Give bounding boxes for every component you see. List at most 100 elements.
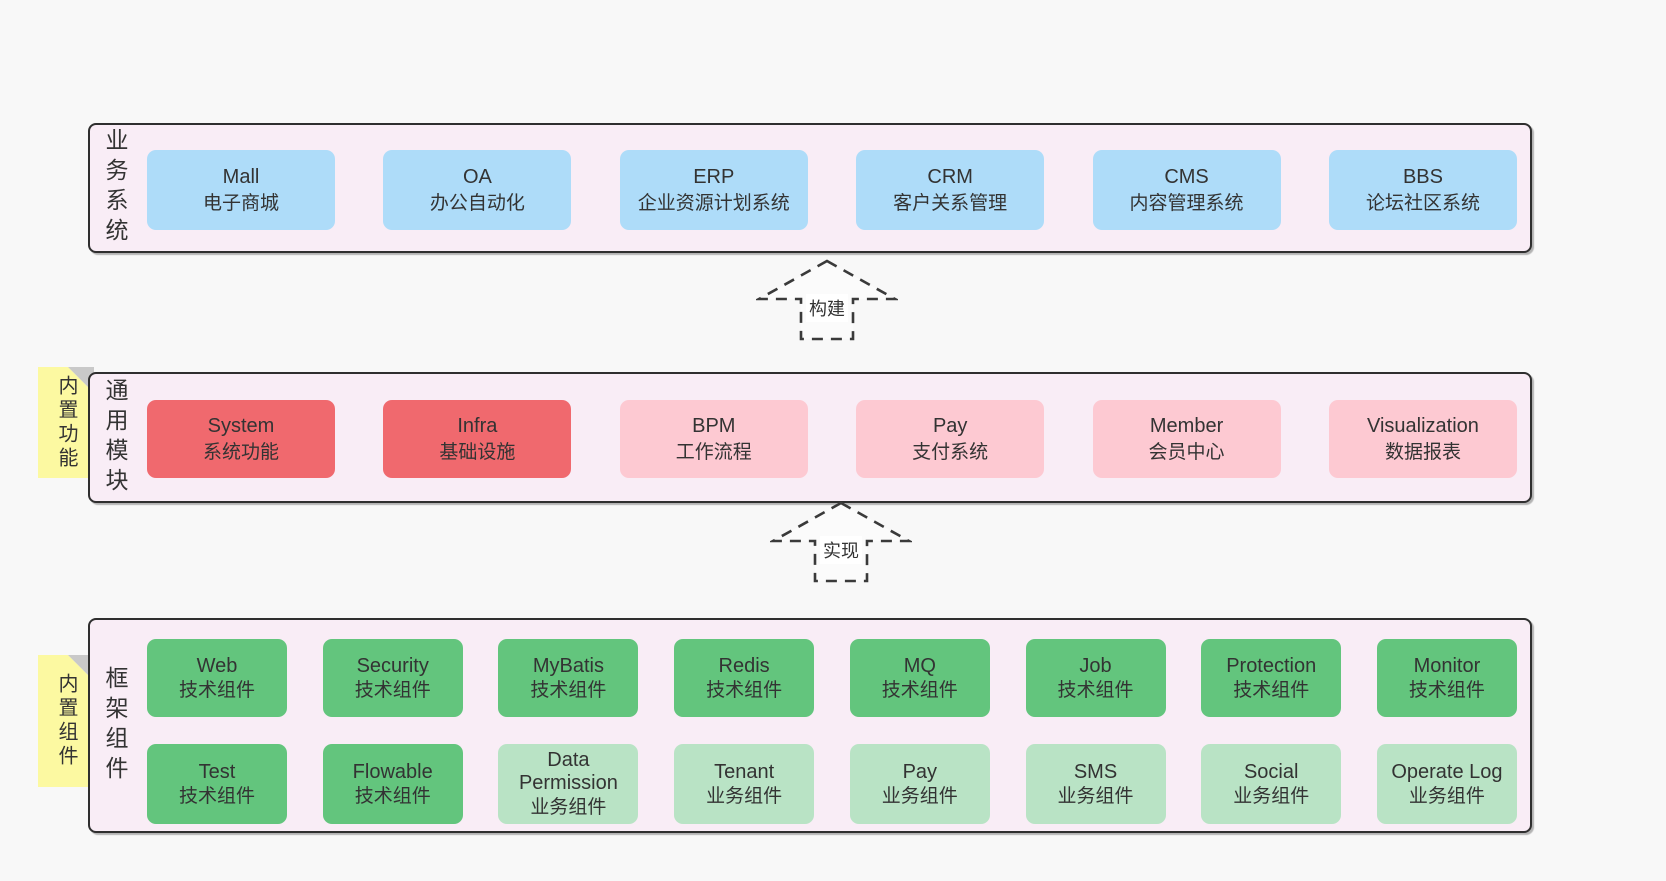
box-title: Mall [222,165,260,188]
panel-common-modules: 通用模块 System 系统功能 Infra 基础设施 BPM 工作流程 Pay 支付系统 Me… [88,372,1532,503]
box-subtitle: 业务组件 [1408,785,1485,807]
box-pay: Pay 支付系统 [856,400,1045,478]
box-subtitle: 基础设施 [439,441,516,463]
panel-label-common-modules: 通用模块 [102,377,128,498]
box-visualization: Visualization 数据报表 [1328,400,1517,478]
box-member: Member 会员中心 [1092,400,1281,478]
note-paper [38,367,94,478]
box-erp: ERP 企业资源计划系统 [619,150,808,230]
business-box-row: Mall 电子商城 OA 办公自动化 ERP 企业资源计划系统 CRM 客户关系管理 CMS 内容… [147,150,1517,230]
note-label: 内置组件 [55,673,77,769]
box-title: BBS [1402,165,1443,188]
box-subtitle: 支付系统 [912,441,989,463]
box-cms: CMS 内容管理系统 [1092,150,1281,230]
box-title: Social [1243,760,1299,783]
box-title: Redis [718,654,770,677]
box-subtitle: 技术组件 [1057,679,1134,701]
box-subtitle: 技术组件 [530,679,607,701]
box-title: Visualization [1366,414,1479,437]
box-title: Protection [1226,654,1317,677]
box-title: ERP [693,165,735,188]
box-subtitle: 业务组件 [1233,785,1310,807]
box-title: Security [356,654,429,677]
box-subtitle: 企业资源计划系统 [637,192,790,214]
box-bpm: BPM 工作流程 [619,400,808,478]
box-subtitle: 业务组件 [881,785,958,807]
box-title: System [207,414,275,437]
box-subtitle: 内容管理系统 [1129,192,1244,214]
sticky-note-built-in-components: 内置组件 [38,655,94,787]
box-title: Monitor [1413,654,1481,677]
panel-label-framework-components: 框架组件 [102,665,128,786]
box-subtitle: 电子商城 [202,192,279,214]
box-subtitle: 办公自动化 [429,192,525,214]
box-title: Flowable [352,760,433,783]
box-title: Test [198,760,236,783]
box-title: BPM [692,414,736,437]
box-subtitle: 系统功能 [202,441,279,463]
box-title: Data Permission [518,749,618,795]
box-title: Job [1079,654,1112,677]
box-subtitle: 技术组件 [178,785,255,807]
modules-box-row: System 系统功能 Infra 基础设施 BPM 工作流程 Pay 支付系统 Member 会… [147,400,1517,478]
box-subtitle: 技术组件 [354,785,431,807]
box-subtitle: 技术组件 [706,679,783,701]
box-mall: Mall 电子商城 [147,150,335,230]
box-system: System 系统功能 [147,400,335,478]
box-crm: CRM 客户关系管理 [856,150,1045,230]
arrow-build: 构建 [756,258,898,342]
box-title: Infra [457,414,498,437]
box-subtitle: 技术组件 [354,679,431,701]
box-title: SMS [1073,760,1118,783]
box-title: OA [462,165,492,188]
box-title: CMS [1164,165,1209,188]
box-subtitle: 业务组件 [1057,785,1134,807]
box-subtitle: 论坛社区系统 [1365,192,1480,214]
box-subtitle: 技术组件 [1233,679,1310,701]
box-subtitle: 数据报表 [1384,441,1461,463]
arrow-implement: 实现 [770,500,912,584]
box-title: Pay [932,414,968,437]
box-subtitle: 业务组件 [530,797,607,819]
box-title: MyBatis [532,654,604,677]
box-title: Operate Log [1391,760,1503,783]
box-title: Member [1149,414,1224,437]
box-subtitle: 会员中心 [1148,441,1225,463]
box-subtitle: 工作流程 [675,441,752,463]
box-subtitle: 技术组件 [1408,679,1485,701]
box-subtitle: 技术组件 [178,679,255,701]
box-oa: OA 办公自动化 [383,150,572,230]
note-paper [38,655,94,787]
arrow-build-label: 构建 [806,294,848,322]
box-subtitle: 业务组件 [706,785,783,807]
box-bbs: BBS 论坛社区系统 [1328,150,1517,230]
arrow-implement-label: 实现 [820,536,862,564]
sticky-note-built-in-features: 内置功能 [38,367,94,478]
box-title: CRM [927,165,973,188]
box-subtitle: 客户关系管理 [893,192,1008,214]
box-infra: Infra 基础设施 [383,400,572,478]
box-title: Web [196,654,238,677]
box-title: Tenant [714,760,775,783]
